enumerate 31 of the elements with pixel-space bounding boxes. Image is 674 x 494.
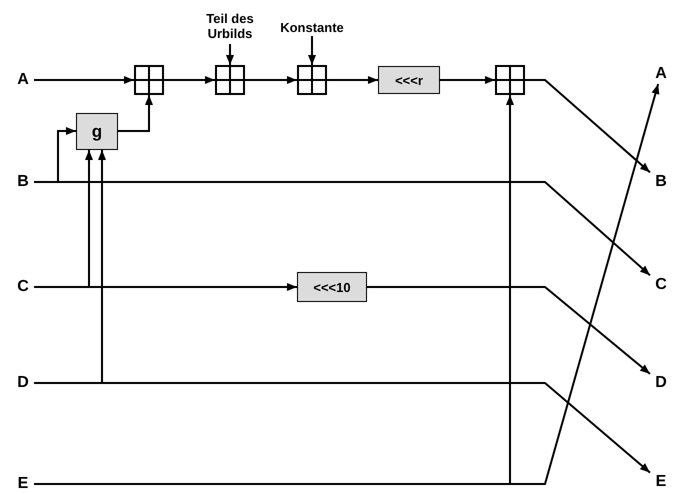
row-label: B bbox=[650, 172, 672, 192]
arrow bbox=[440, 76, 495, 84]
arrow bbox=[164, 76, 215, 84]
row-label: A bbox=[12, 70, 34, 90]
arrow bbox=[245, 76, 297, 84]
row-label: C bbox=[650, 275, 672, 295]
adder-symbol bbox=[215, 65, 245, 95]
adder-symbol bbox=[297, 65, 327, 95]
row-label: B bbox=[12, 172, 34, 192]
arrow bbox=[118, 95, 153, 132]
arrow bbox=[525, 79, 651, 174]
function-box: g bbox=[76, 113, 118, 150]
adder-symbol bbox=[134, 65, 164, 95]
row-label: D bbox=[650, 373, 672, 393]
rotation-box: <<<10 bbox=[297, 272, 367, 302]
arrow bbox=[34, 181, 651, 276]
rotation-box: <<<r bbox=[378, 66, 440, 94]
adder-symbol bbox=[495, 65, 525, 95]
arrow bbox=[34, 283, 297, 291]
arrow bbox=[308, 36, 316, 65]
arrow bbox=[34, 76, 134, 84]
row-label: E bbox=[650, 472, 672, 492]
arrow bbox=[327, 76, 378, 84]
row-label: E bbox=[12, 474, 34, 494]
arrow bbox=[367, 286, 651, 375]
arrow bbox=[226, 44, 234, 65]
arrow bbox=[34, 382, 651, 474]
row-label: D bbox=[12, 373, 34, 393]
row-label: C bbox=[12, 277, 34, 297]
arrow bbox=[34, 84, 660, 485]
row-label: A bbox=[650, 64, 672, 84]
